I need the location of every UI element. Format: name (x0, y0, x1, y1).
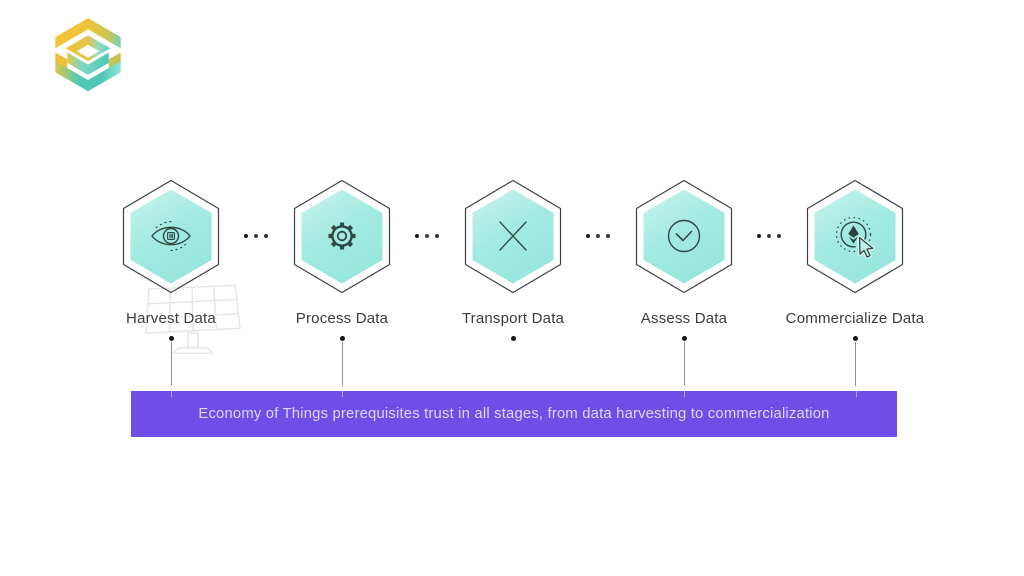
stage-harvest-data: Harvest Data (101, 179, 241, 386)
connector-dot (852, 336, 858, 341)
stage-label: Harvest Data (126, 310, 216, 327)
separator-dots (757, 234, 781, 238)
hexagon-process (292, 179, 392, 294)
hexagon-shape (635, 179, 733, 294)
stage-assess-data: Assess Data (614, 179, 754, 386)
connector-notch (856, 391, 857, 397)
trust-banner-text: Economy of Things prerequisites trust in… (198, 406, 830, 422)
connector-dot (510, 336, 516, 341)
stage-commercialize-data: Commercialize Data (785, 179, 925, 386)
connector-notch (342, 391, 343, 397)
stage-process-data: Process Data (272, 179, 412, 386)
stage-label: Assess Data (640, 310, 728, 327)
gear-icon (328, 222, 356, 250)
trust-banner: Economy of Things prerequisites trust in… (131, 391, 897, 437)
hexagon-harvest (121, 179, 221, 294)
connector-dot (339, 336, 345, 341)
brand-logo-icon (55, 18, 121, 92)
stage-label: Transport Data (461, 310, 565, 327)
connector-line (854, 342, 856, 386)
x-icon (499, 221, 527, 251)
cursor-token-icon (835, 216, 875, 259)
check-circle-icon (667, 219, 701, 253)
connector-notch (684, 391, 685, 397)
hexagon-transport (463, 179, 563, 294)
connector-line (341, 342, 343, 386)
connector-dot (681, 336, 687, 341)
hexagon-assess (634, 179, 734, 294)
connector-notch (171, 391, 172, 397)
eye-chip-icon (151, 220, 191, 252)
stage-transport-data: Transport Data (443, 179, 583, 386)
separator-dots (415, 234, 439, 238)
stage-label: Commercialize Data (785, 310, 925, 327)
connector-line (683, 342, 685, 386)
separator-dots (586, 234, 610, 238)
hexagon-commercialize (805, 179, 905, 294)
connector-dot (168, 336, 174, 341)
solar-panel-watermark-icon (145, 284, 241, 355)
stage-label: Process Data (295, 310, 389, 327)
separator-dots (244, 234, 268, 238)
connector-line (170, 342, 172, 386)
